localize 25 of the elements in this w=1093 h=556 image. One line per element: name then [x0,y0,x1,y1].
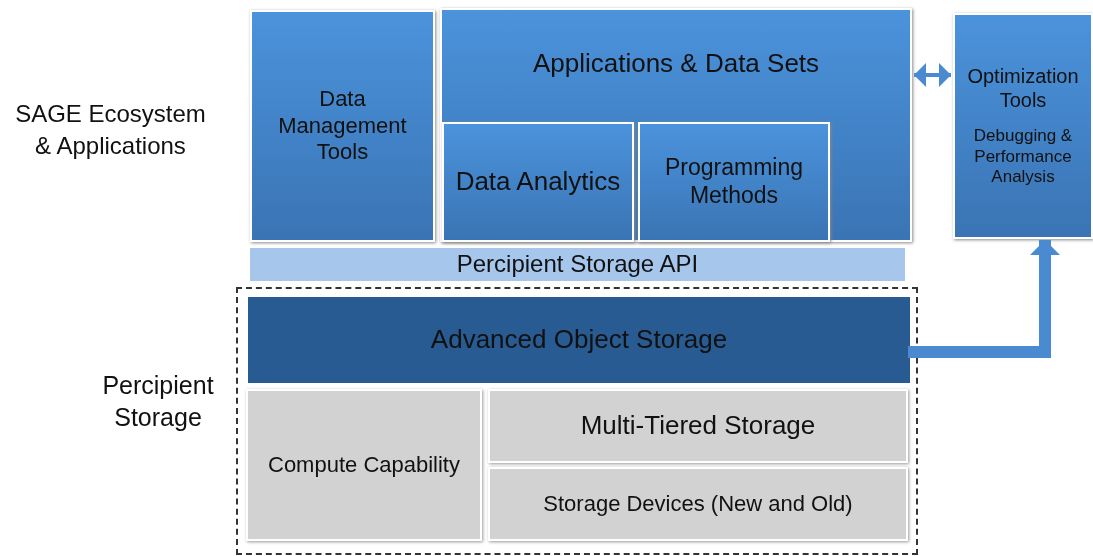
layer-box [638,122,830,242]
layer-box [246,389,482,541]
box-label: Compute Capability [268,451,460,479]
box-label: Advanced Object Storage [430,324,728,356]
layer-box [250,10,435,242]
layer-box [250,248,905,281]
box-label: Data Management Tools [277,86,408,166]
box-label: Storage Devices (New and Old) [543,490,853,518]
box-label: Data Analytics [454,166,622,198]
group-heading: Percipient Storage [101,370,215,433]
box-label: Applications & Data Sets [532,48,820,80]
layer-box [248,297,910,383]
box-label: Optimization Tools [966,64,1080,113]
layer-box [488,467,908,541]
box-label: Programming Methods [663,154,804,210]
double-arrow [914,63,951,87]
layer-caption: SAGE Ecosystem & Applications [14,99,207,161]
box-subtext: Debugging & Performance Analysis [972,126,1074,188]
layer-box [442,122,634,242]
layer-box [488,389,908,463]
arrow [908,240,1060,358]
layer-box [953,13,1093,239]
box-label: Percipient Storage API [456,250,699,279]
box-label: Multi-Tiered Storage [580,410,816,442]
layer-box [440,8,912,242]
